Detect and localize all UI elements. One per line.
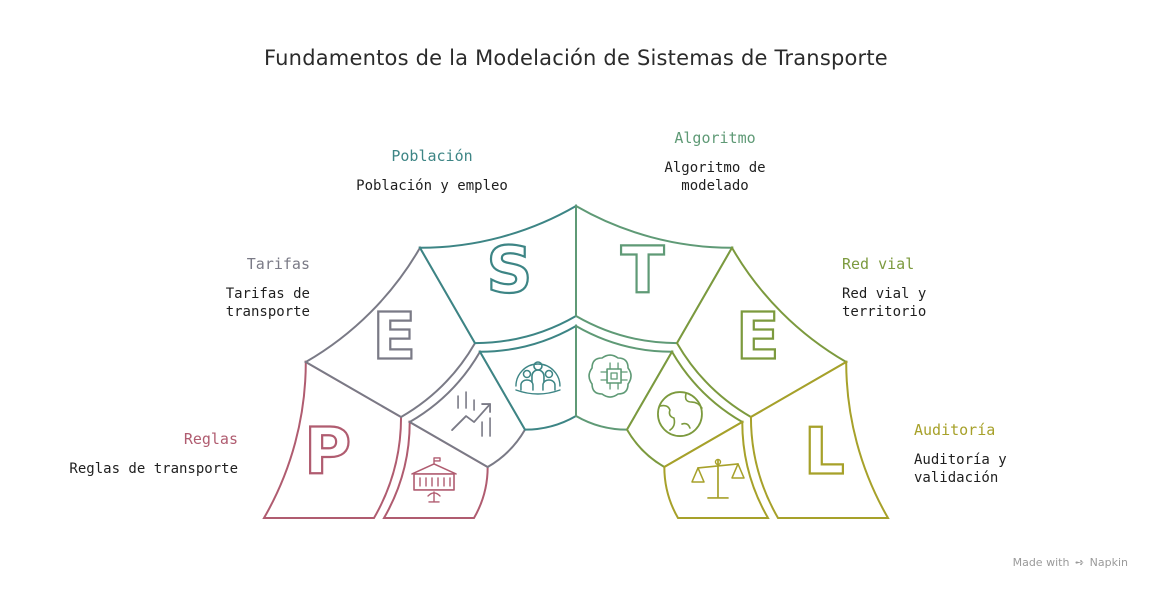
segment-letter-algoritmo: T <box>621 234 665 308</box>
label-tarifas-description: Tarifas de transporte <box>225 286 310 320</box>
growth-chart-icon <box>451 391 491 437</box>
label-redvial-heading: Red vial <box>842 255 915 273</box>
processor-chip-icon <box>588 354 632 398</box>
segment-letter-redvial: E <box>736 300 780 374</box>
label-reglas-description: Reglas de transporte <box>69 461 238 477</box>
napkin-logo-icon: ➺ <box>1074 556 1085 569</box>
balance-scale-icon <box>691 458 745 499</box>
inner-segment-auditoria <box>663 420 770 519</box>
credit-text: Made with <box>1012 556 1070 569</box>
page-title: Fundamentos de la Modelación de Sistemas… <box>264 46 888 70</box>
label-poblacion-description: Población y empleo <box>356 178 508 194</box>
credit: Made with ➺ Napkin <box>1013 556 1128 569</box>
label-reglas: Reglas Reglas de transporte <box>40 430 238 478</box>
label-auditoria-heading: Auditoría <box>914 421 996 439</box>
label-tarifas: Tarifas Tarifas de transporte <box>110 255 310 321</box>
credit-brand: Napkin <box>1089 556 1128 569</box>
label-reglas-heading: Reglas <box>183 430 238 448</box>
label-poblacion: Población Población y empleo <box>332 147 532 195</box>
people-group-icon <box>515 361 561 395</box>
globe-icon <box>657 391 703 437</box>
label-auditoria-description: Auditoría y validación <box>914 452 1007 486</box>
segment-letter-tarifas: E <box>372 300 416 374</box>
government-building-icon <box>411 457 457 503</box>
label-algoritmo: Algoritmo Algoritmo de modelado <box>615 129 815 195</box>
label-auditoria: Auditoría Auditoría y validación <box>914 421 1114 487</box>
segment-letter-reglas: P <box>304 415 351 489</box>
segment-letter-auditoria: L <box>804 415 845 489</box>
label-poblacion-heading: Población <box>391 147 473 165</box>
outer-segment-auditoria <box>749 360 890 519</box>
label-redvial-description: Red vial y territorio <box>842 286 927 320</box>
segment-letter-poblacion: S <box>486 234 532 308</box>
label-tarifas-heading: Tarifas <box>246 255 310 273</box>
label-algoritmo-heading: Algoritmo <box>674 129 756 147</box>
label-redvial: Red vial Red vial y territorio <box>842 255 1042 321</box>
label-algoritmo-description: Algoritmo de modelado <box>664 160 766 194</box>
